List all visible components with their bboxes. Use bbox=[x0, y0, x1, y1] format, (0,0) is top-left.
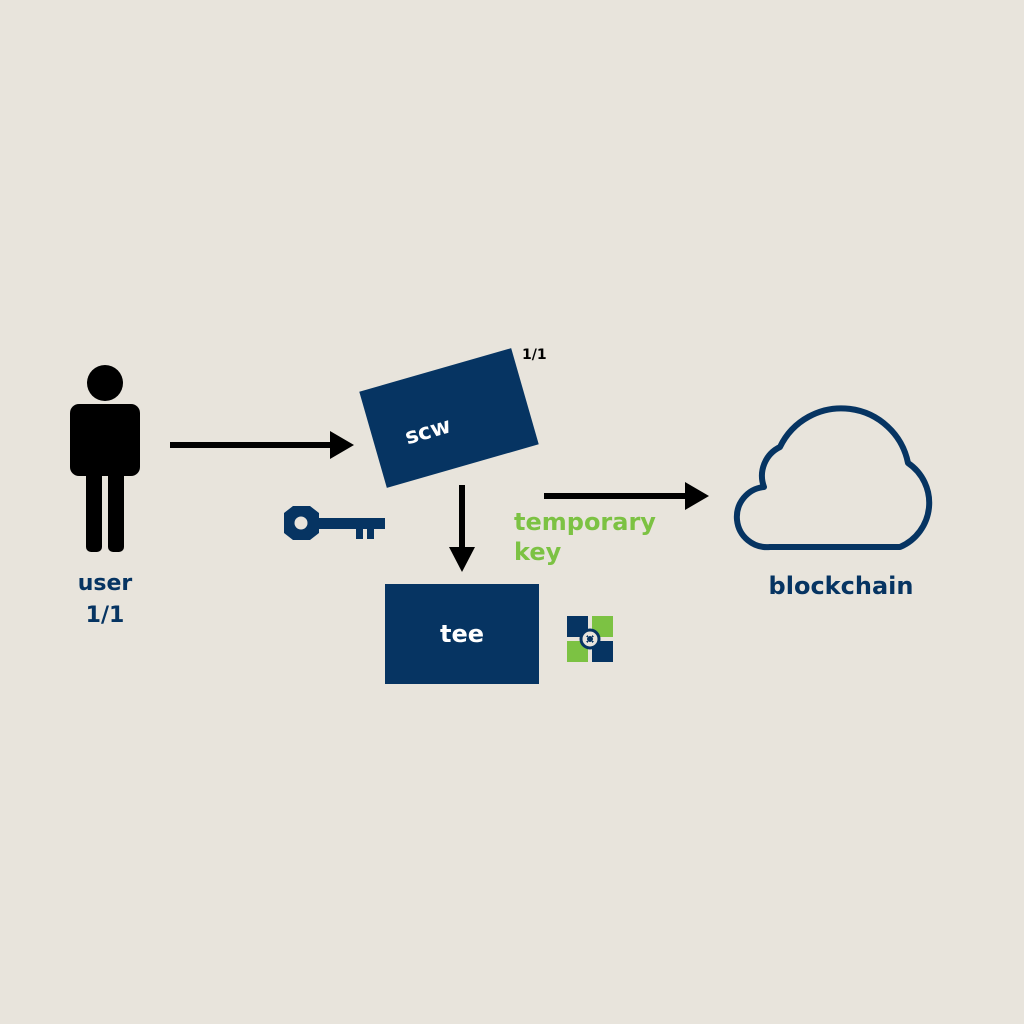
cloud-icon bbox=[733, 405, 933, 551]
scw-box: scw bbox=[359, 348, 539, 488]
key-icon bbox=[284, 506, 385, 540]
arrow-user-to-scw bbox=[170, 431, 354, 459]
arrow-to-blockchain bbox=[544, 482, 709, 510]
user-count-label: 1/1 bbox=[86, 603, 125, 628]
tee-box: tee bbox=[385, 584, 539, 684]
blockchain-label: blockchain bbox=[769, 572, 914, 600]
tee-label: tee bbox=[440, 620, 484, 648]
tee-chip-icon bbox=[566, 615, 614, 663]
user-label: user bbox=[78, 571, 133, 596]
person-icon bbox=[70, 365, 140, 552]
temporary-key-label-line2: key bbox=[514, 538, 562, 566]
scw-badge: 1/1 bbox=[522, 347, 547, 363]
temporary-key-label: temporary bbox=[514, 508, 656, 536]
arrow-scw-to-tee bbox=[449, 485, 475, 572]
